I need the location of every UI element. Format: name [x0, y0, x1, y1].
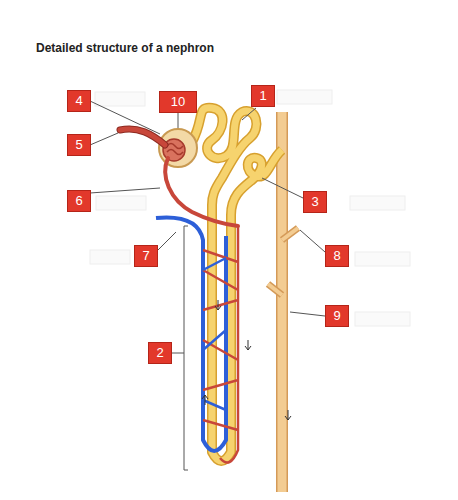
- callout-number: 2: [148, 342, 172, 364]
- afferent-arteriole: [120, 129, 165, 145]
- leader-line: [90, 133, 118, 145]
- leader-line: [90, 188, 160, 193]
- collecting-duct: [278, 112, 287, 492]
- renal-vein: [156, 217, 226, 451]
- blank-box: [96, 196, 146, 210]
- efferent-arteriole: [165, 158, 238, 226]
- glomerulus-capillary: [167, 144, 183, 155]
- leader-line: [178, 113, 179, 128]
- callout-number: 3: [303, 191, 327, 213]
- blank-box: [95, 92, 145, 106]
- afferent-arteriole: [120, 129, 165, 145]
- flow-arrow: [202, 300, 291, 420]
- leader-line: [300, 230, 325, 252]
- blank-box: [355, 312, 410, 326]
- bracket: [172, 226, 188, 470]
- leader-line: [262, 178, 303, 198]
- duct-branch: [268, 284, 282, 295]
- callout-number: 1: [251, 85, 275, 107]
- callout-number: 5: [67, 134, 91, 156]
- callout-number: 8: [325, 245, 349, 267]
- leader-line: [90, 101, 160, 134]
- duct-branch: [282, 228, 298, 240]
- peritubular-capillaries: [203, 226, 238, 463]
- callout-number: 4: [67, 90, 91, 112]
- venule: [203, 258, 226, 410]
- collecting-duct: [276, 112, 288, 492]
- leader-line: [290, 312, 325, 316]
- leader-line: [242, 108, 256, 120]
- duct-branch: [282, 228, 298, 240]
- blank-box: [355, 252, 410, 266]
- callout-number: 6: [67, 190, 91, 212]
- callout-number: 10: [159, 91, 197, 113]
- callout-number: 7: [134, 245, 158, 267]
- blank-box: [350, 196, 405, 210]
- leader-line: [158, 232, 176, 250]
- duct-branch: [268, 284, 282, 295]
- blank-box: [90, 250, 130, 264]
- diagram-title: Detailed structure of a nephron: [36, 41, 214, 55]
- callout-number: 9: [325, 305, 349, 327]
- blank-box: [277, 90, 332, 104]
